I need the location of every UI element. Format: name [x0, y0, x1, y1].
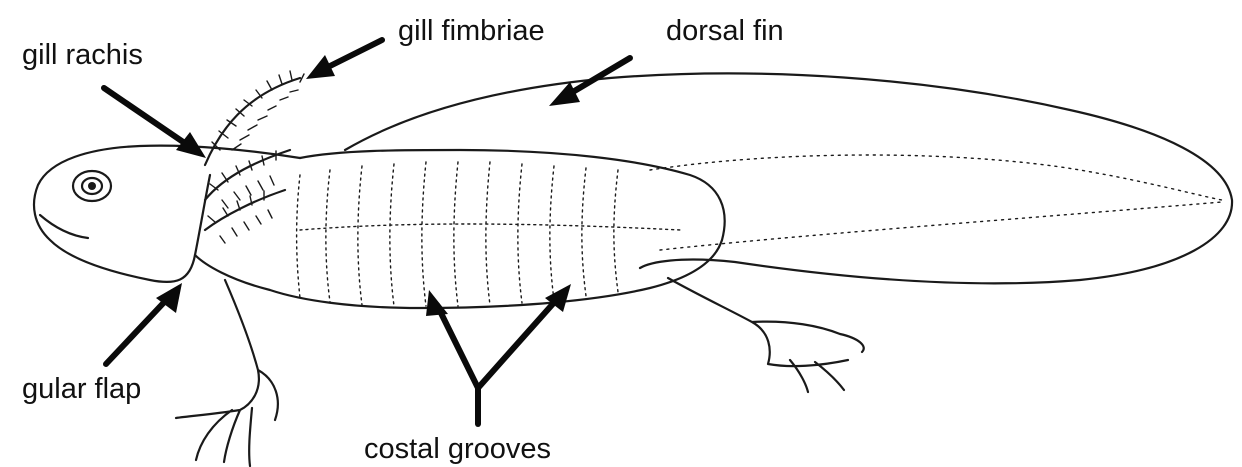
label-gill-rachis: gill rachis — [22, 39, 143, 71]
tail-inner-line — [650, 155, 1222, 200]
mouth-line — [40, 215, 88, 238]
tail-inner-line-lower — [660, 202, 1222, 250]
tail-fin — [345, 73, 1232, 283]
dorsal-fin-arrow — [549, 58, 630, 106]
costal-grooves-drawing — [297, 162, 680, 306]
label-dorsal-fin: dorsal fin — [666, 15, 784, 47]
label-gular-flap: gular flap — [22, 373, 141, 405]
label-costal-grooves: costal grooves — [364, 433, 551, 465]
pointer-arrows — [104, 40, 630, 424]
labels: gill rachis gill fimbriae dorsal fin gul… — [22, 15, 784, 465]
gular-flap-arrow — [106, 283, 182, 364]
hind-leg — [668, 278, 864, 392]
front-leg — [176, 280, 278, 466]
head-outline — [34, 146, 300, 282]
gill-fimbriae-arrow — [306, 40, 382, 79]
label-gill-fimbriae: gill fimbriae — [398, 15, 545, 47]
eye — [73, 171, 111, 201]
body-outline — [195, 150, 725, 308]
salamander-larva-illustration — [34, 71, 1232, 466]
costal-grooves-arrows — [426, 284, 571, 424]
